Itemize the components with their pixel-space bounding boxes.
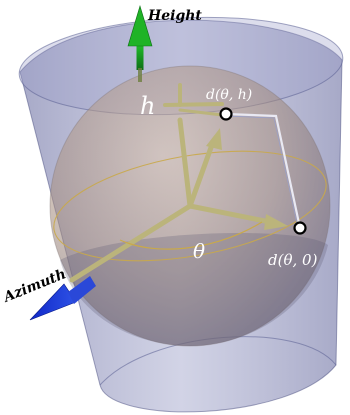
vectors [69,83,273,283]
azimuth-axis [29,276,96,321]
point-equator-label: d(θ, 0) [268,251,318,269]
vector-to-top-point [187,139,216,209]
height-axis-arrowhead [127,4,153,47]
point-top-label: d(θ, h) [206,87,252,103]
height-axis [127,4,153,82]
theta-arc [119,221,263,250]
point-top-marker [219,107,233,121]
center-to-top-point [178,108,224,117]
azimuth-vector [69,203,193,283]
point-equator-marker [293,221,307,235]
vector-equator-arrowhead [264,214,288,230]
theta-symbol: θ [193,239,205,263]
vector-top-arrowhead [206,128,222,150]
center-to-origin-vertical [177,117,193,209]
equator-circle [53,150,327,262]
height-axis-label: Height [147,8,202,24]
h-offset-line [163,102,224,107]
vector-to-equator-point [187,203,273,225]
h-symbol: h [140,92,155,120]
sphere-lower-shadow [60,233,328,346]
height-connector [225,112,302,229]
